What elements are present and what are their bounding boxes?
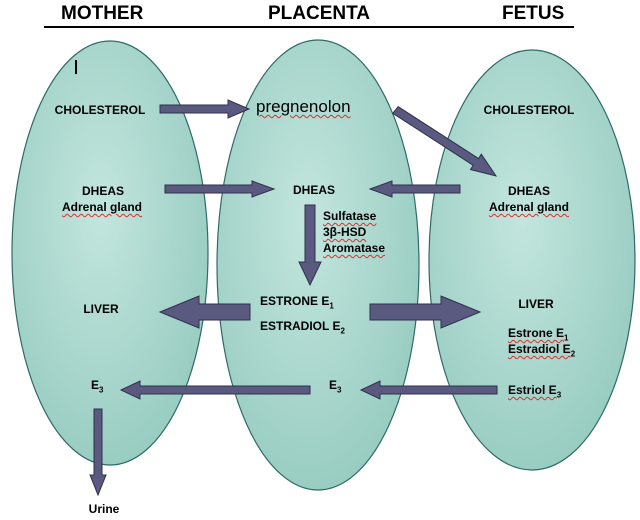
mother-ellipse — [11, 40, 209, 466]
placenta-estradiol-label: ESTRADIOL E2 — [260, 319, 345, 336]
fetus-dheas-label: DHEAS — [507, 184, 551, 198]
arrow-estrogens-to-maternal-liver — [158, 295, 251, 329]
arrow-pregnenolon-to-fetal-dheas — [392, 106, 498, 177]
enzyme-aromatase-label: Aromatase — [323, 241, 386, 255]
header-fetus: FETUS — [502, 3, 565, 24]
arrow-estrogens-to-fetal-liver — [369, 295, 482, 329]
arrow-estriol-to-placenta — [359, 380, 498, 400]
mother-dheas-label: DHEAS — [81, 184, 125, 198]
fetus-adrenal-label: Adrenal gland — [488, 200, 570, 214]
urine-label: Urine — [88, 502, 120, 516]
arrow-dheas-to-estrone — [298, 204, 322, 287]
arrow-e3-to-urine — [89, 408, 107, 497]
arrow-fetal-dheas-to-placenta — [368, 180, 461, 198]
mother-liver-label: LIVER — [83, 302, 119, 316]
placenta-e3-label: E3 — [329, 378, 342, 395]
text-cursor — [75, 60, 77, 74]
pregnenolon-label: pregnenolon — [256, 97, 351, 116]
mother-e3-label: E3 — [91, 378, 104, 395]
enzyme-3bhsd-label: 3β-HSD — [323, 225, 367, 239]
arrow-placental-e3-to-mother — [119, 380, 311, 400]
header-placenta: PLACENTA — [268, 3, 371, 24]
arrow-cholesterol-to-pregnenolon — [159, 99, 251, 119]
enzyme-sulfatase-label: Sulfatase — [323, 209, 377, 223]
fetus-estrone-label: Estrone E1 — [508, 326, 569, 343]
mother-cholesterol-label: CHOLESTEROL — [54, 103, 146, 117]
arrow-maternal-dheas-to-placenta — [164, 180, 276, 198]
fetus-cholesterol-label: CHOLESTEROL — [483, 103, 575, 117]
placenta-dheas-label: DHEAS — [292, 183, 336, 197]
fetus-estradiol-label: Estradiol E2 — [508, 342, 576, 359]
header-mother: MOTHER — [61, 3, 144, 24]
fetus-liver-label: LIVER — [518, 297, 554, 311]
fetus-estriol-label: Estriol E3 — [508, 383, 562, 400]
placenta-estrone-label: ESTRONE E1 — [260, 294, 334, 311]
mother-adrenal-label: Adrenal gland — [61, 200, 143, 214]
header-rule — [44, 26, 574, 28]
